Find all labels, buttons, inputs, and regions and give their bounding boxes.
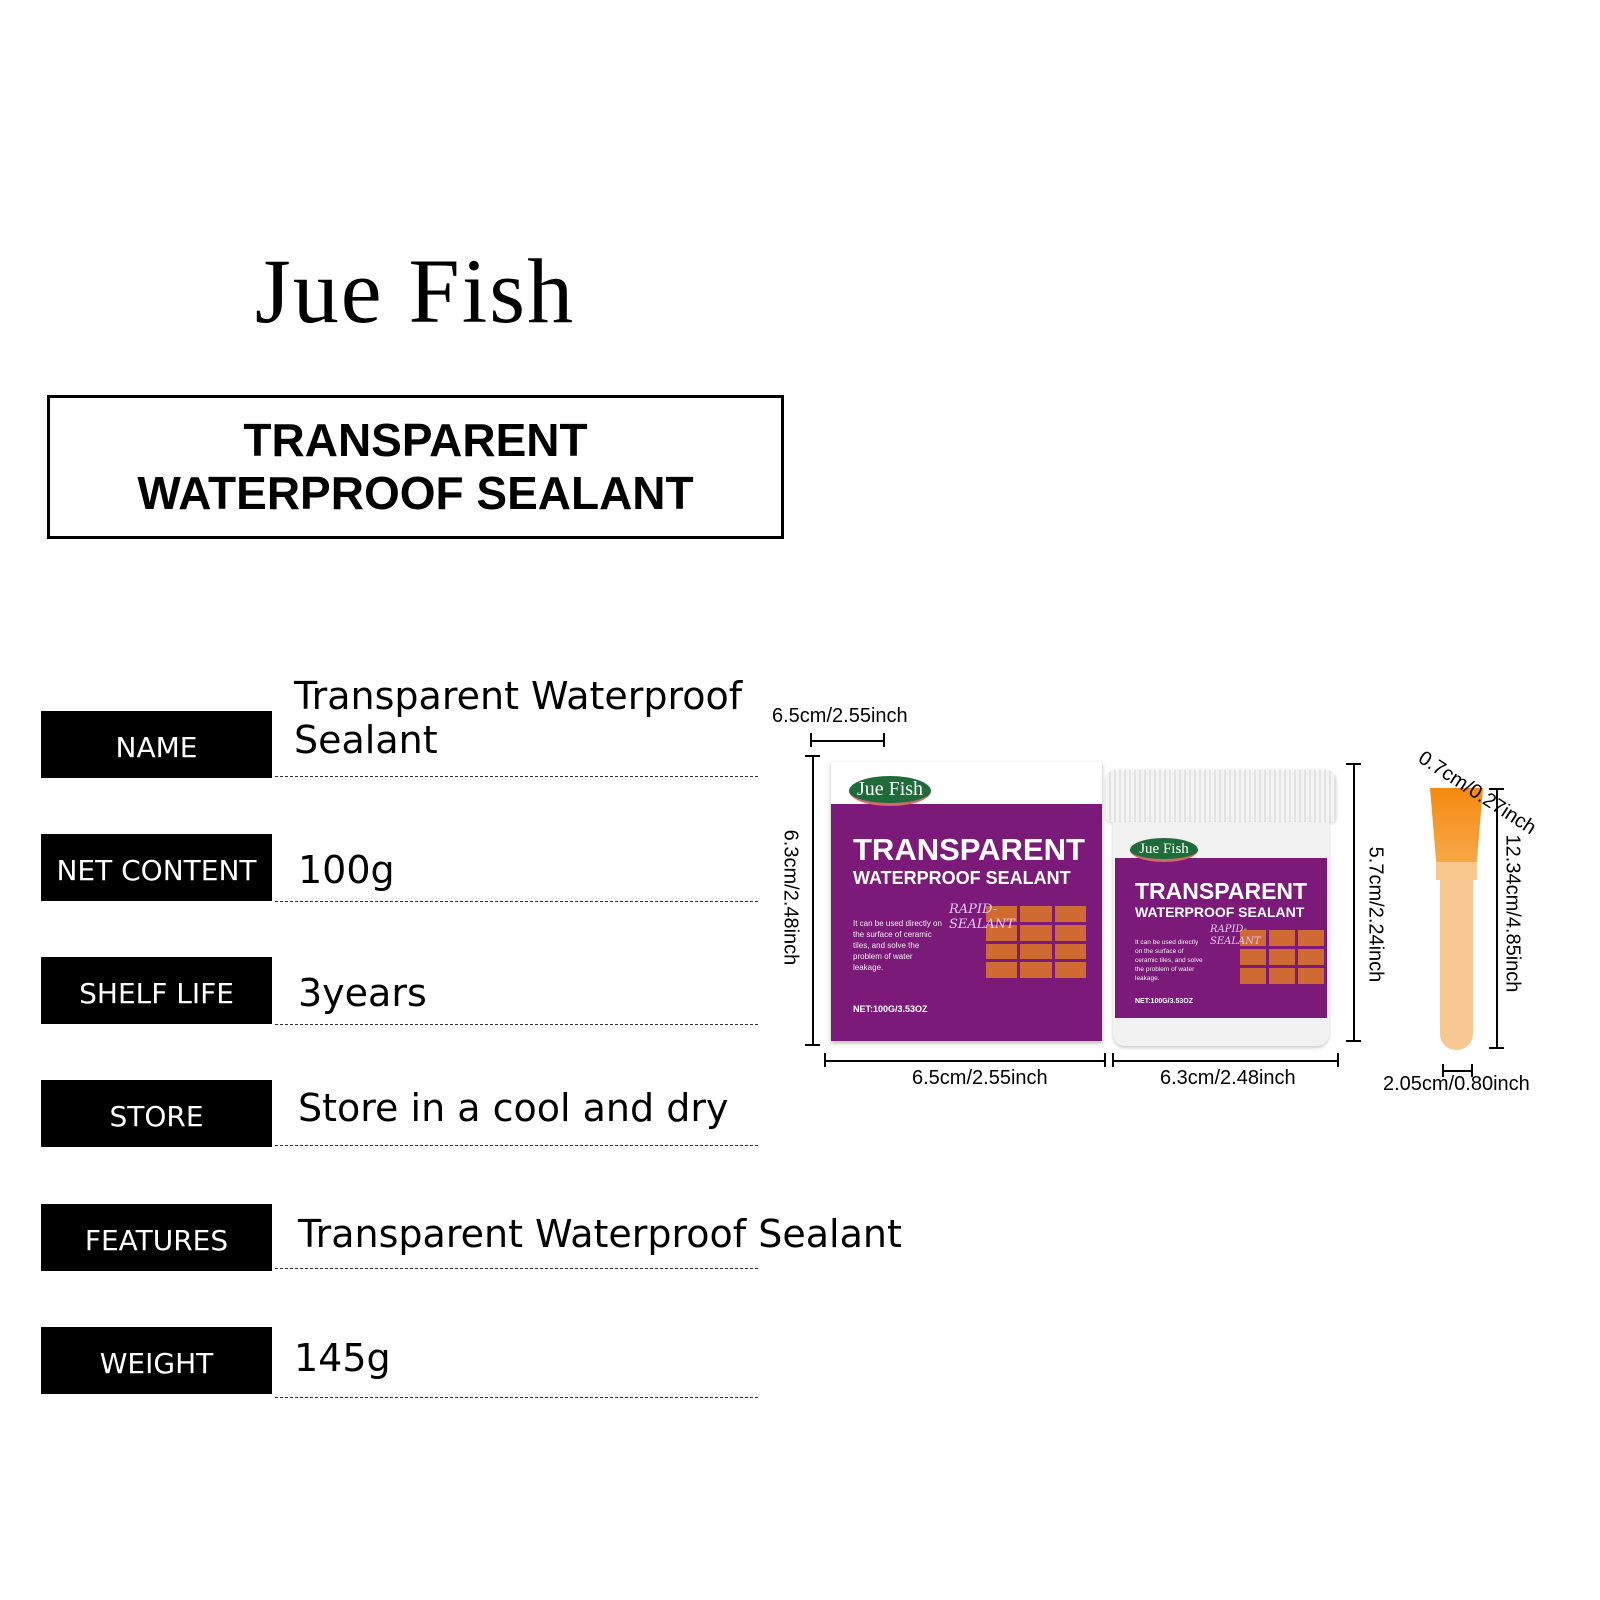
spec-label-features: FEATURES: [41, 1204, 272, 1271]
jar-lid: [1106, 770, 1336, 822]
spec-value-features: Transparent Waterproof Sealant: [298, 1212, 902, 1256]
spec-value-net-content: 100g: [298, 848, 395, 892]
dim-tick: [1337, 1053, 1339, 1067]
dim-line: [810, 740, 885, 742]
dim-tick: [1346, 1040, 1361, 1042]
dim-brush-length: 12.34cm/4.85inch: [1501, 834, 1524, 993]
dim-brush-width: 2.05cm/0.80inch: [1383, 1073, 1530, 1095]
product-box-image: TRANSPARENT WATERPROOF SEALANT RAPID-SEA…: [831, 762, 1102, 1041]
jar-logo: Jue Fish: [1130, 838, 1198, 862]
box-title-1: TRANSPARENT: [853, 832, 1085, 867]
dim-tick: [883, 733, 885, 747]
spec-label-weight: WEIGHT: [41, 1327, 272, 1394]
divider: [275, 901, 758, 902]
dim-line: [824, 1060, 1106, 1062]
dim-line: [1442, 1070, 1472, 1072]
dim-tick: [1471, 1064, 1473, 1077]
divider: [275, 1397, 758, 1398]
box-net-weight: NET:100G/3.53OZ: [853, 1004, 928, 1014]
dim-jar-height: 5.7cm/2.24inch: [1364, 846, 1387, 983]
title-line-1: TRANSPARENT: [243, 414, 588, 466]
brand-logo-text: Jue Fish: [254, 240, 576, 342]
divider: [275, 776, 758, 777]
dim-tick: [1489, 1047, 1504, 1049]
dim-line: [1496, 788, 1498, 1048]
spec-label-name: NAME: [41, 711, 272, 778]
divider: [275, 1145, 758, 1146]
dim-tick: [1104, 1053, 1106, 1067]
divider: [275, 1024, 758, 1025]
dim-jar-width: 6.3cm/2.48inch: [1160, 1067, 1296, 1089]
dim-tick: [1442, 1064, 1444, 1077]
dim-tick: [1489, 788, 1504, 790]
jar-title-1: TRANSPARENT: [1135, 878, 1308, 904]
spec-label-net-content: NET CONTENT: [41, 834, 272, 901]
dim-tick: [1346, 763, 1361, 765]
dim-tick: [805, 1044, 820, 1046]
spec-value-store: Store in a cool and dry: [298, 1086, 729, 1130]
dim-tick: [824, 1053, 826, 1067]
rapid-sealant-badge: RAPID-SEALANT: [949, 902, 1015, 932]
divider: [275, 1268, 758, 1269]
spec-value-shelf-life: 3years: [298, 971, 427, 1015]
product-title-box: TRANSPARENT WATERPROOF SEALANT: [47, 395, 784, 539]
spec-value-name-line1: Transparent Waterproof: [294, 674, 743, 718]
title-line-2: WATERPROOF SEALANT: [137, 467, 694, 519]
dim-tick: [805, 755, 820, 757]
jar-title-2: WATERPROOF SEALANT: [1135, 904, 1305, 920]
jar-description: It can be used directly on the surface o…: [1135, 939, 1203, 982]
rapid-sealant-badge: RAPID-SEALANT: [1210, 924, 1261, 947]
spec-label-shelf-life: SHELF LIFE: [41, 957, 272, 1024]
spec-value-weight: 145g: [294, 1336, 391, 1380]
box-title-2: WATERPROOF SEALANT: [853, 868, 1071, 888]
product-jar-image: TRANSPARENT WATERPROOF SEALANT RAPID-SEA…: [1106, 770, 1336, 1046]
dim-tick: [1112, 1053, 1114, 1067]
brick-wall-icon: [986, 906, 1086, 978]
dim-tick: [810, 733, 812, 747]
dim-box-width: 6.5cm/2.55inch: [912, 1067, 1048, 1089]
dim-box-height: 6.3cm/2.48inch: [779, 829, 802, 966]
dim-box-depth: 6.5cm/2.55inch: [772, 705, 908, 727]
spec-value-name-line2: Sealant: [294, 718, 438, 762]
spec-label-store: STORE: [41, 1080, 272, 1147]
spec-value-name: Transparent Waterproof Sealant: [294, 674, 742, 762]
dim-line: [1353, 763, 1355, 1041]
dim-line: [812, 755, 814, 1045]
jar-net-weight: NET:100G/3.53OZ: [1135, 998, 1193, 1005]
brush-image: [1430, 788, 1483, 1050]
dim-line: [1112, 1060, 1338, 1062]
box-logo: Jue Fish: [849, 776, 931, 806]
box-description: It can be used directly on the surface o…: [853, 919, 942, 972]
brick-wall-icon: [1240, 930, 1324, 984]
